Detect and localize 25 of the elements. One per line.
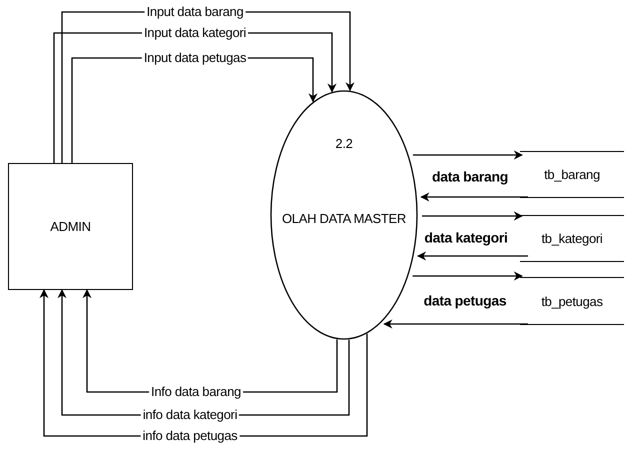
edge-label: data barang bbox=[430, 169, 510, 185]
edge-label: Info data barang bbox=[149, 384, 243, 400]
store-name: tb_kategori bbox=[541, 231, 603, 246]
data-store bbox=[520, 151, 624, 198]
edge-label: Input data kategori bbox=[142, 26, 248, 40]
entity-name: ADMIN bbox=[50, 219, 91, 234]
flow-arrow bbox=[383, 319, 528, 329]
store-name: tb_barang bbox=[544, 167, 600, 182]
entity-box bbox=[8, 163, 133, 290]
flow-arrow bbox=[422, 211, 523, 221]
process-name: OLAH DATA MASTER bbox=[282, 211, 406, 226]
edge-label: data petugas bbox=[422, 293, 508, 309]
edge-label: Input data petugas bbox=[142, 50, 248, 66]
store-name: tb_petugas bbox=[541, 294, 603, 308]
flow-arrow bbox=[412, 150, 523, 160]
process-number: 2.2 bbox=[335, 136, 353, 151]
flow-arrow bbox=[420, 192, 528, 202]
data-store bbox=[520, 215, 624, 262]
edge-label: data kategori bbox=[422, 230, 510, 246]
flow-arrow bbox=[417, 251, 528, 261]
flow-arrow bbox=[412, 271, 523, 281]
edge-label: Input data barang bbox=[144, 4, 246, 20]
edge-label: info data kategori bbox=[140, 408, 240, 422]
edge-label: info data petugas bbox=[140, 428, 240, 444]
data-store bbox=[520, 277, 624, 325]
